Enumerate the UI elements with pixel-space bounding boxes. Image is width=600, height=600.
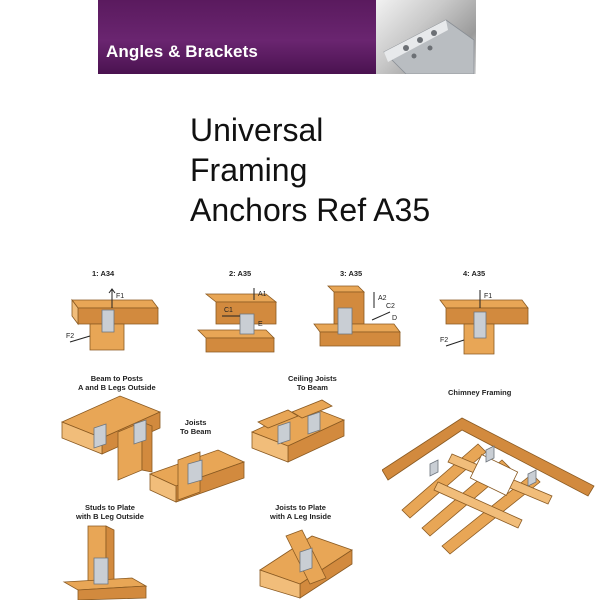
joists-to-plate-label: Joists to Plate with A Leg Inside (270, 503, 332, 521)
figure-1-label: 1: A34 (92, 269, 115, 278)
figure-1-drawing: F1 F2 (66, 288, 159, 351)
ceiling-joists-drawing (250, 399, 346, 463)
figure-4-force-a: F1 (484, 293, 492, 300)
figure-4-force-b: F2 (440, 337, 448, 344)
figure-3-label: 3: A35 (340, 269, 363, 278)
document-title: Universal Framing Anchors Ref A35 (190, 110, 430, 230)
studs-to-plate-drawing (62, 525, 148, 600)
studs-to-plate-label: Studs to Plate with B Leg Outside (76, 503, 144, 521)
title-line-3: Anchors Ref A35 (190, 192, 431, 228)
figure-2-force-b: C1 (224, 307, 233, 314)
banner-title: Angles & Brackets (106, 42, 258, 61)
chimney-framing-label: Chimney Framing (448, 388, 512, 397)
figure-2-drawing: A1 C1 E (197, 288, 278, 353)
figure-3-force-b: C2 (386, 303, 395, 310)
figure-2-force-c: E (258, 321, 263, 328)
ceiling-joists-label: Ceiling Joists To Beam (288, 374, 337, 392)
figure-3-drawing: A2 C2 D (313, 285, 401, 347)
chimney-framing-drawing (382, 417, 595, 555)
figure-1-force-b: F2 (66, 333, 74, 340)
joists-to-plate-drawing (259, 529, 353, 599)
bracket-photo-graphic (383, 19, 475, 74)
header-banner: Angles & Brackets (98, 0, 376, 74)
bracket-photo (376, 0, 476, 74)
figure-3-force-a: A2 (378, 295, 387, 302)
figure-4-drawing: F1 F2 (439, 290, 529, 355)
figure-2-label: 2: A35 (229, 269, 252, 278)
joists-to-beam-drawing (148, 449, 246, 503)
beam-to-posts-drawing (60, 395, 162, 481)
joists-to-beam-label: Joists To Beam (180, 418, 212, 436)
figure-2-force-a: A1 (258, 291, 267, 298)
figure-4-label: 4: A35 (463, 269, 486, 278)
figure-3-force-c: D (392, 315, 397, 322)
title-line-1: Universal (190, 112, 324, 148)
beam-to-posts-label: Beam to Posts A and B Legs Outside (78, 374, 156, 392)
title-line-2: Framing (190, 152, 308, 188)
figure-1-force-a: F1 (116, 293, 124, 300)
